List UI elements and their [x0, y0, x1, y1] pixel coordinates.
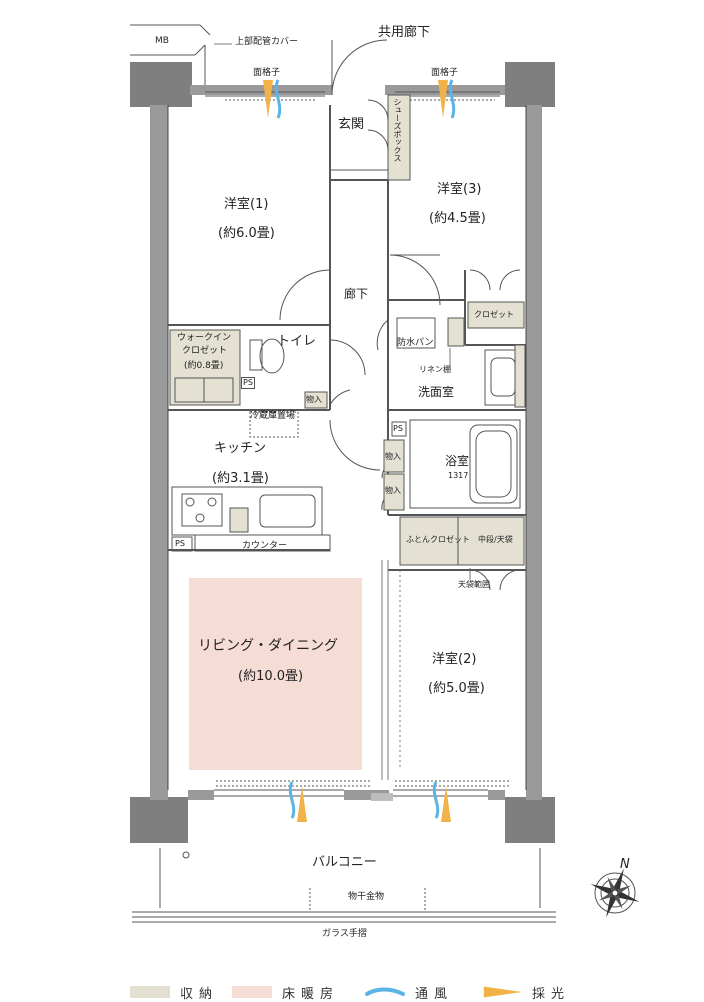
linen-label: リネン棚: [419, 365, 451, 374]
balcony: [132, 848, 556, 923]
room1-size: (約6.0畳): [218, 226, 275, 241]
column-top-left: [130, 62, 192, 107]
doors: [279, 254, 521, 591]
legend-label-floor-heating: 床暖房: [282, 986, 340, 1002]
washroom-fixtures: [396, 317, 526, 408]
partition-living-room2: [381, 560, 401, 780]
storage-c-label: 物入: [385, 486, 401, 495]
storage-b-label: 物入: [385, 452, 401, 461]
balcony-label: バルコニー: [312, 855, 377, 870]
room1-name: 洋室(1): [224, 197, 269, 212]
wind-icon: [365, 987, 405, 996]
bath-size-label: 1317: [448, 471, 469, 480]
legend-floor-heating: 床暖房: [232, 984, 340, 1002]
kitchen-counter: [171, 486, 331, 552]
windows-bottom: [214, 780, 510, 797]
wic-name-1: ウォークイン: [177, 333, 232, 343]
bath-fixtures: [391, 419, 521, 509]
column-bottom-left: [130, 797, 188, 843]
tenbukuro-label: 天袋範囲: [458, 580, 490, 589]
entrance-label: 玄関: [338, 117, 365, 132]
column-bottom-right: [505, 797, 555, 843]
fridge-label: 冷蔵庫置場: [250, 411, 296, 421]
living-size: (約10.0畳): [238, 669, 304, 684]
legend-swatch-floor-heating: [232, 986, 272, 998]
entrance: [330, 39, 411, 181]
glass-rail-label: ガラス手摺: [322, 929, 367, 939]
closet-label: クロゼット: [474, 310, 514, 319]
toilet-label: トイレ: [277, 334, 317, 349]
wind-light-indicators: [263, 79, 456, 822]
ps-bath-label: PS: [393, 424, 403, 433]
legend-wind: 通風: [365, 984, 454, 1002]
north-label: N: [620, 857, 630, 872]
legend-light: 採光: [482, 984, 571, 1002]
fridge-space: [249, 411, 299, 438]
room3-size: (約4.5畳): [429, 211, 486, 226]
washroom-label: 洗面室: [418, 385, 455, 399]
floor-heating-area: [189, 578, 362, 770]
counter-label: カウンター: [242, 541, 288, 551]
living-name: リビング・ダイニング: [198, 638, 338, 654]
toilet: [249, 338, 285, 374]
grille-left-label: 面格子: [253, 68, 281, 78]
shoe-box-label: シューズボックス: [393, 98, 402, 162]
pipe-cover-label: 上部配管カバー: [235, 37, 299, 47]
legend-storage: 収納: [130, 984, 219, 1002]
mb-area: [130, 24, 211, 88]
hallway-label: 廊下: [344, 287, 369, 301]
mb-label: MB: [155, 36, 169, 46]
column-top-right: [505, 62, 555, 107]
storage-areas: [169, 301, 525, 566]
storage-a-label: 物入: [306, 395, 322, 404]
kitchen-size: (約3.1畳): [212, 471, 269, 486]
storage-inner-lines: [174, 377, 459, 565]
wic-name-2: クロゼット: [182, 346, 228, 356]
wic-size: (約0.8畳): [184, 361, 224, 371]
legend-label-wind: 通風: [415, 986, 454, 1002]
compass-icon: [590, 868, 640, 918]
kitchen-name: キッチン: [214, 441, 267, 456]
bath-label: 浴室: [445, 454, 470, 468]
legend-label-light: 採光: [532, 986, 571, 1002]
legend-swatch-storage: [130, 986, 170, 998]
room3-name: 洋室(3): [437, 182, 482, 197]
waterproof-pan-label: 防水パン: [397, 338, 434, 348]
futon-closet-label: ふとんクロゼット: [406, 535, 470, 544]
legend-label-storage: 収納: [180, 986, 219, 1002]
clothes-pole-label: 物干金物: [348, 892, 385, 902]
grille-right-label: 面格子: [431, 68, 459, 78]
room2-name: 洋室(2): [432, 652, 477, 667]
ps-wic-label: PS: [241, 377, 255, 389]
ps-kitchen-label: PS: [175, 539, 185, 548]
room2-size: (約5.0畳): [428, 681, 485, 696]
futon-shelf-label: 中段/天袋: [478, 535, 513, 544]
light-icon: [483, 986, 522, 998]
common-corridor-label: 共用廊下: [378, 25, 431, 40]
